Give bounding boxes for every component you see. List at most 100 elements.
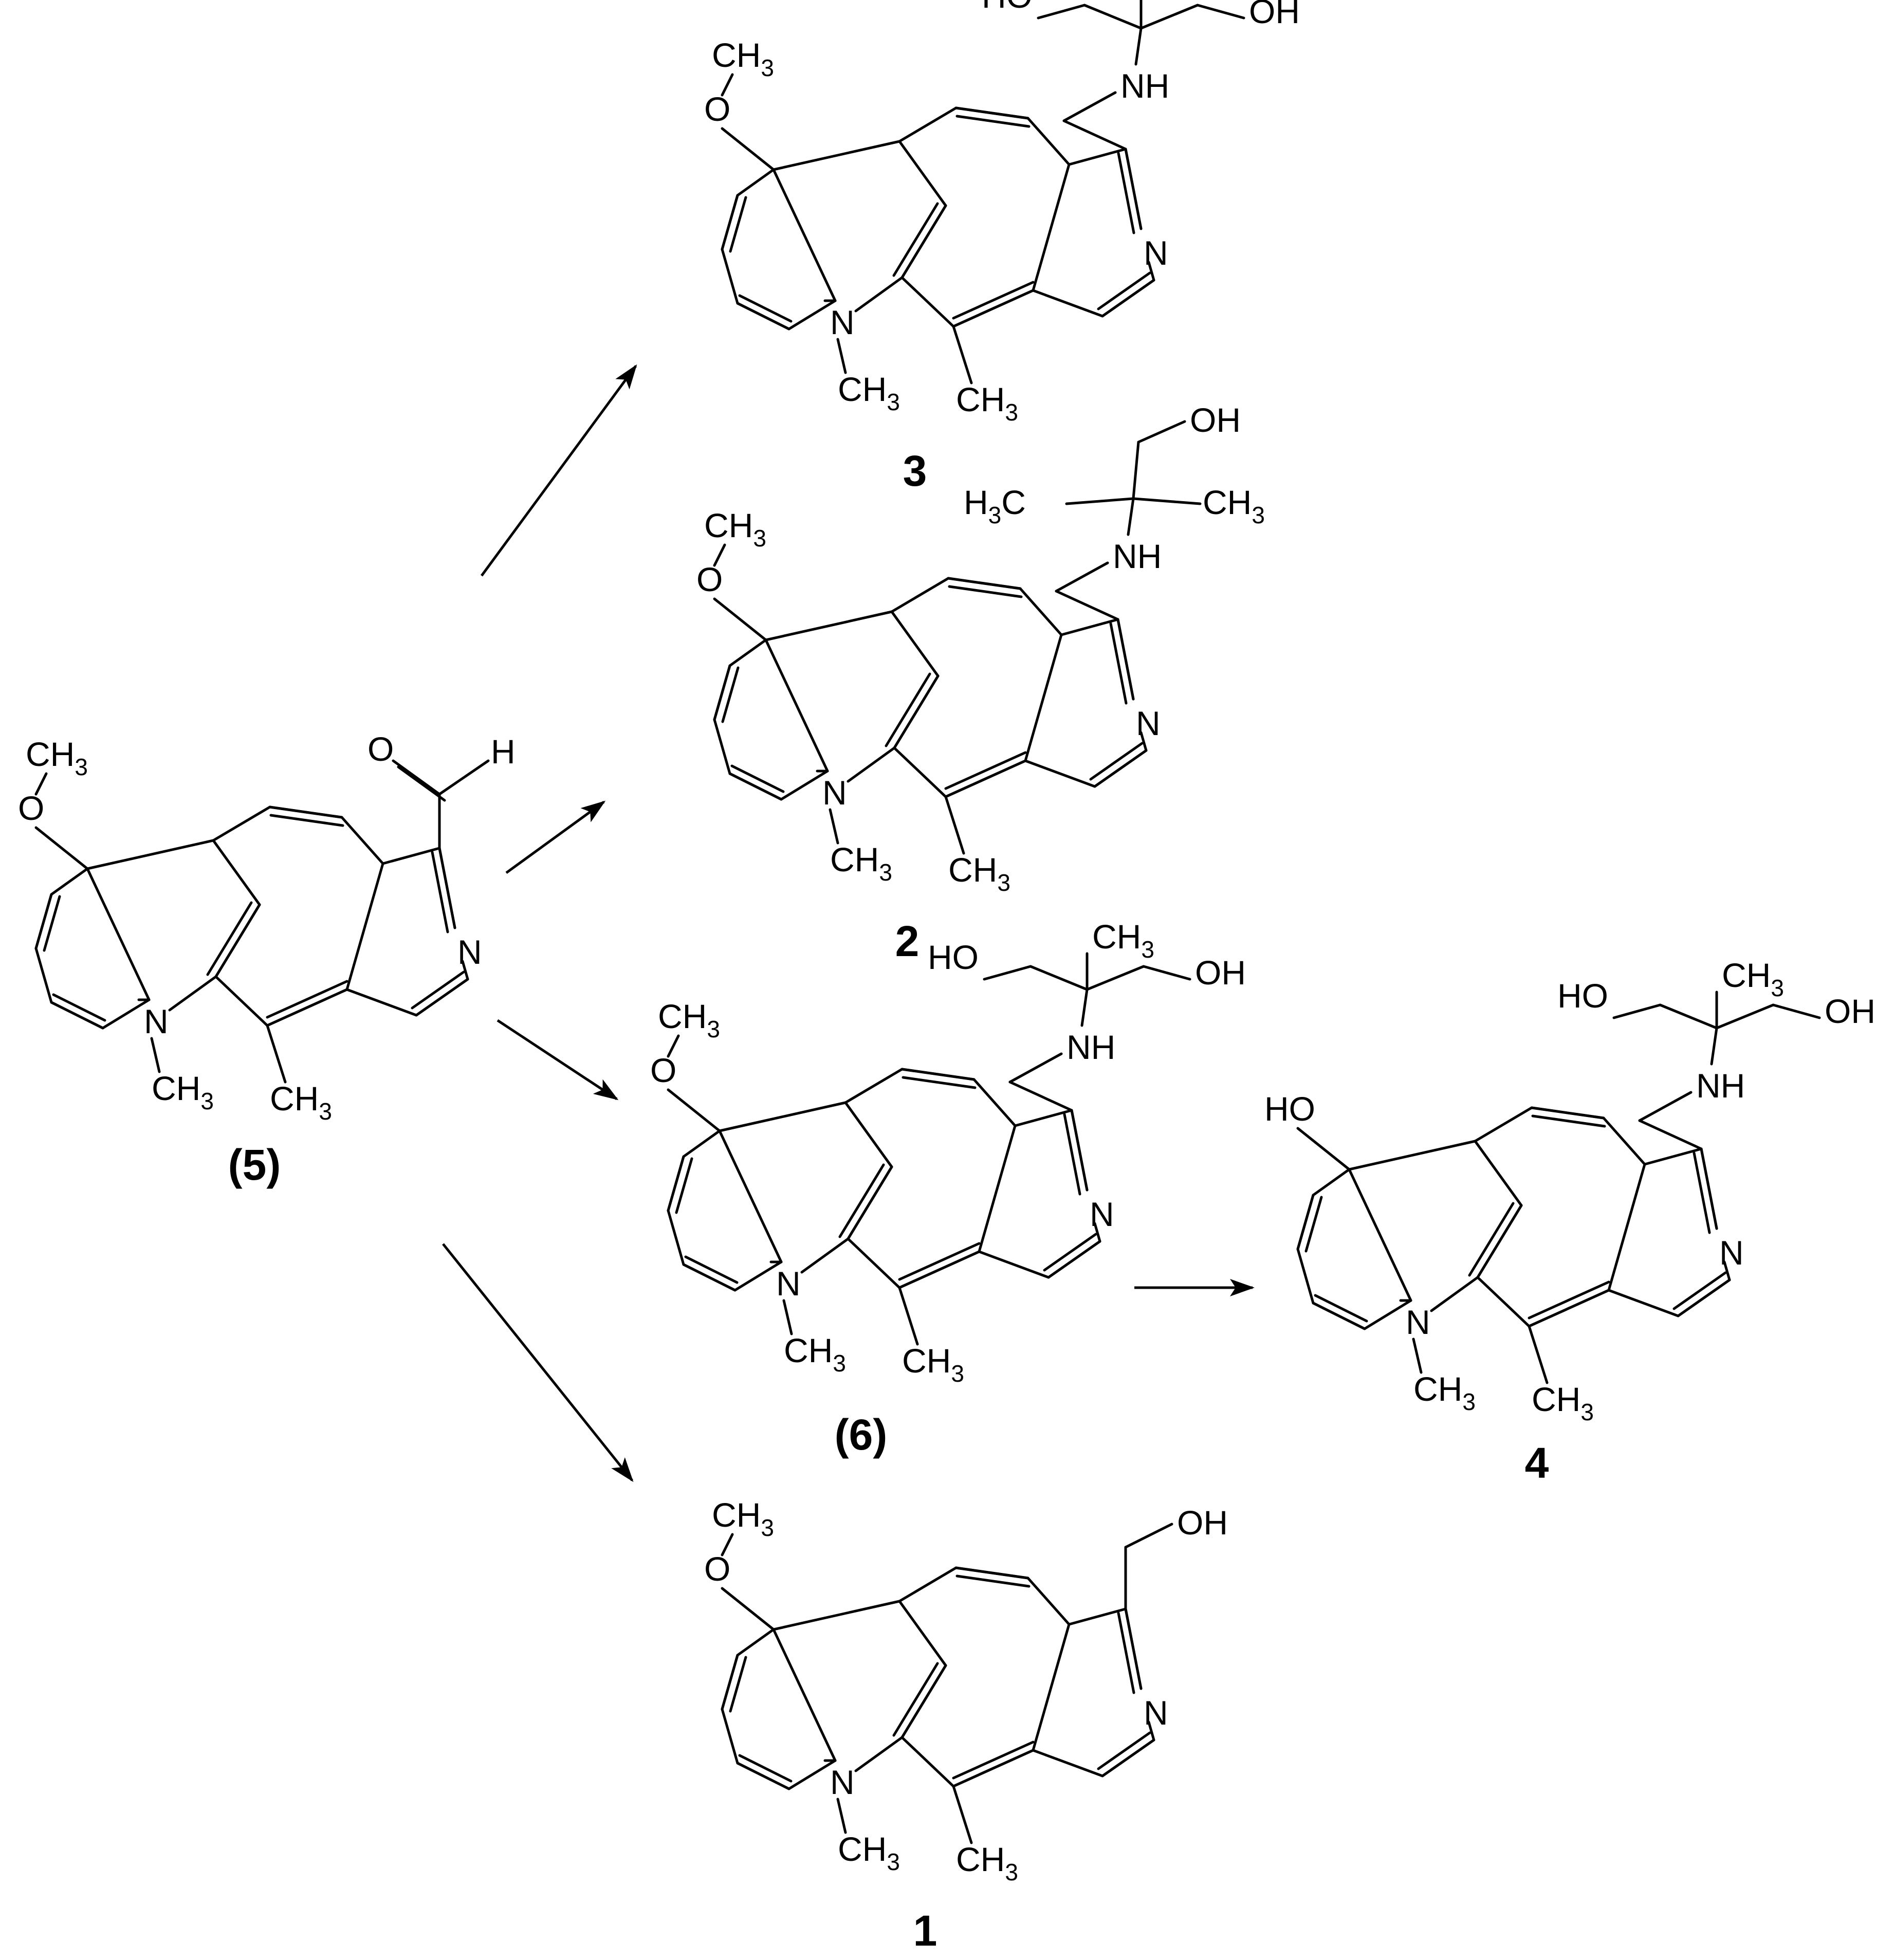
bond bbox=[1468, 1202, 1515, 1277]
arrow-to-1 bbox=[442, 1243, 634, 1482]
bond bbox=[1137, 420, 1186, 444]
bond bbox=[52, 993, 106, 1022]
bond bbox=[1296, 1194, 1315, 1251]
bond bbox=[898, 1566, 958, 1603]
carbonyl-oxygen: O bbox=[367, 730, 394, 768]
bond bbox=[898, 1286, 919, 1346]
bond bbox=[1014, 1109, 1073, 1127]
bond bbox=[667, 1209, 685, 1266]
bond bbox=[952, 289, 1035, 328]
bond bbox=[721, 1654, 739, 1711]
bond bbox=[944, 795, 965, 855]
bond bbox=[1063, 1113, 1081, 1196]
bond bbox=[1070, 1109, 1089, 1192]
bond bbox=[438, 847, 456, 929]
bond bbox=[1296, 1127, 1351, 1171]
methoxy-methyl-label: CH3 bbox=[712, 1496, 774, 1541]
bond bbox=[1659, 1003, 1718, 1030]
compound-label-c3: 3 bbox=[903, 447, 927, 495]
bond bbox=[1723, 1260, 1731, 1281]
compound-label-c4: 4 bbox=[1525, 1439, 1549, 1487]
bond bbox=[1139, 4, 1199, 30]
bond bbox=[728, 638, 767, 667]
bond bbox=[212, 805, 271, 842]
bond bbox=[1062, 119, 1127, 151]
methoxy-methyl-label: CH3 bbox=[26, 735, 88, 780]
bond bbox=[1142, 965, 1191, 981]
compound-structure-c3: NCH3CH3NOCH3NHHHOOH bbox=[704, 0, 1300, 426]
bond bbox=[1531, 1114, 1606, 1128]
bond bbox=[1037, 4, 1086, 20]
bond bbox=[1139, 731, 1148, 752]
arrow-to-2 bbox=[505, 800, 606, 874]
bond bbox=[1089, 742, 1144, 781]
pyridine-nitrogen: N bbox=[1144, 1694, 1168, 1732]
hydroxyl-label: OH bbox=[1825, 992, 1875, 1030]
bond bbox=[787, 299, 837, 331]
bond bbox=[1430, 1276, 1479, 1312]
bond bbox=[1029, 965, 1089, 991]
bond bbox=[1019, 587, 1063, 636]
methoxy-oxygen: O bbox=[704, 90, 730, 128]
bond bbox=[397, 765, 446, 802]
bond bbox=[1412, 1338, 1423, 1374]
bond bbox=[954, 1566, 1029, 1580]
c-methyl-label: CH3 bbox=[270, 1079, 332, 1125]
methyl-label: CH3 bbox=[1092, 918, 1154, 963]
bond bbox=[1147, 261, 1155, 282]
bond bbox=[1026, 117, 1071, 166]
bond bbox=[721, 127, 775, 171]
methoxy-oxygen: O bbox=[650, 1051, 676, 1089]
bond bbox=[43, 895, 61, 952]
bond bbox=[978, 1124, 1017, 1253]
bond bbox=[729, 1656, 747, 1713]
bond bbox=[733, 1260, 783, 1292]
bond bbox=[1068, 1607, 1127, 1626]
bond bbox=[1101, 1738, 1155, 1778]
bond bbox=[206, 901, 253, 976]
bond bbox=[721, 666, 740, 723]
bond bbox=[667, 1155, 685, 1212]
bond bbox=[890, 610, 940, 677]
bond bbox=[898, 1600, 947, 1667]
indole-nitrogen: N bbox=[830, 303, 855, 341]
bond bbox=[1117, 152, 1135, 234]
hydroxyl-label: OH bbox=[1177, 1504, 1228, 1542]
bond bbox=[893, 746, 947, 798]
indole-nitrogen: N bbox=[144, 1002, 169, 1040]
bond bbox=[50, 867, 89, 896]
bond bbox=[772, 1628, 837, 1762]
bond bbox=[1612, 1003, 1662, 1019]
bond bbox=[682, 1263, 737, 1292]
bond bbox=[1348, 1140, 1477, 1171]
bond bbox=[944, 751, 1027, 790]
hydroxyl-label: HO bbox=[982, 0, 1033, 15]
bond bbox=[438, 759, 490, 796]
bond bbox=[667, 1088, 721, 1132]
bond bbox=[836, 1798, 847, 1834]
bond bbox=[954, 106, 1029, 120]
bond bbox=[713, 543, 726, 567]
bond bbox=[34, 947, 53, 1004]
bond bbox=[1528, 1325, 1549, 1384]
bond bbox=[1710, 1027, 1718, 1066]
bond bbox=[266, 988, 348, 1027]
bond bbox=[718, 1129, 783, 1263]
indole-nitrogen: N bbox=[822, 774, 847, 812]
hydroxyl-label: OH bbox=[1249, 0, 1300, 30]
amine-nh-label: NH bbox=[1066, 1028, 1115, 1066]
bond bbox=[1348, 1168, 1412, 1302]
bond bbox=[684, 1255, 739, 1284]
reaction-arrows bbox=[442, 364, 1255, 1482]
arrow-to-3 bbox=[480, 364, 637, 577]
bond bbox=[1132, 497, 1202, 505]
bond bbox=[885, 672, 931, 747]
bond bbox=[34, 893, 53, 950]
bond bbox=[1032, 289, 1104, 318]
bond bbox=[461, 960, 469, 981]
bond bbox=[1312, 1168, 1351, 1197]
bond bbox=[764, 610, 893, 642]
indole-nitrogen: N bbox=[830, 1763, 855, 1801]
